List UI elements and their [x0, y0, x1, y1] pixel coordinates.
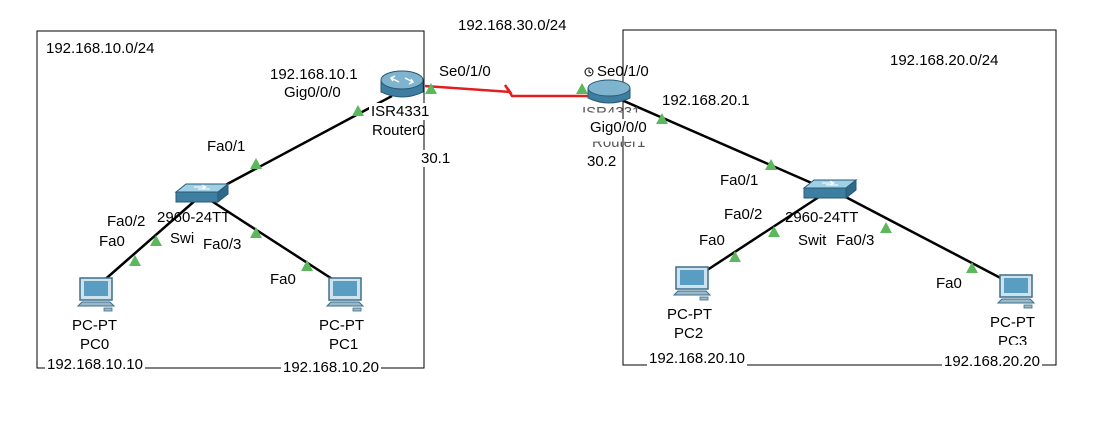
- pc1-port: Fa0: [270, 271, 296, 288]
- switch1-icon[interactable]: [802, 178, 858, 200]
- link-status-indicator: [656, 113, 668, 124]
- pc3-name: PC3: [998, 333, 1028, 350]
- pc1-name: PC1: [329, 336, 359, 353]
- link-status-indicator: [250, 158, 262, 169]
- pc0-icon[interactable]: [76, 277, 116, 312]
- link-status-indicator: [301, 260, 313, 271]
- pc0-type: PC-PT: [72, 317, 117, 334]
- router0-wan-port: Se0/1/0: [439, 63, 491, 80]
- pc0-port: Fa0: [99, 233, 125, 250]
- switch0-port-a: Fa0/2: [107, 213, 146, 230]
- link-status-indicator: [250, 227, 262, 238]
- link-status-indicator: [150, 235, 162, 246]
- link-status-indicator: [425, 83, 437, 94]
- switch0-model: 2960-24TT: [157, 209, 231, 226]
- pc3-icon[interactable]: [996, 274, 1036, 309]
- pc0-name: PC0: [80, 336, 110, 353]
- link-switch1-pc3[interactable]: [837, 191, 1015, 287]
- pc2-name: PC2: [674, 325, 704, 342]
- router0-wan-ip: 30.1: [419, 150, 453, 167]
- link-status-indicator: [129, 255, 141, 266]
- link-status-indicator: [576, 83, 588, 94]
- router0-icon[interactable]: [380, 70, 424, 98]
- router0-name: Router0: [372, 122, 426, 139]
- switch0-name: Swi: [170, 230, 195, 247]
- link-status-indicator: [966, 262, 978, 273]
- switch1-model: 2960-24TT: [785, 209, 859, 226]
- router1-lan-ip: 192.168.20.1: [662, 92, 750, 109]
- router1-name: Router1: [592, 134, 646, 151]
- switch0-port-b: Fa0/3: [203, 236, 242, 253]
- link-status-indicator: [880, 222, 892, 233]
- router1-model: ISR4331: [582, 104, 641, 121]
- pc1-type: PC-PT: [319, 317, 364, 334]
- link-router1-switch1[interactable]: [616, 96, 831, 193]
- router0-lan-ip: 192.168.10.1: [268, 66, 360, 83]
- router0-model: ISR4331: [369, 103, 432, 120]
- link-status-indicator: [352, 105, 364, 116]
- link-status-indicator: [729, 251, 741, 262]
- link-status-indicator: [765, 159, 777, 170]
- router0-lan-port: Gig0/0/0: [282, 84, 343, 101]
- link-switch0-pc0[interactable]: [100, 197, 199, 284]
- link-switch1-pc2[interactable]: [694, 191, 826, 280]
- pc2-type: PC-PT: [667, 306, 712, 323]
- router1-lan-port: Gig0/0/0: [588, 119, 649, 136]
- router1-wan-port: Se0/1/0: [597, 63, 649, 80]
- pc3-port: Fa0: [936, 275, 962, 292]
- pc1-ip: 192.168.10.20: [281, 359, 381, 376]
- left-area-border: [36, 30, 425, 369]
- pc0-ip: 192.168.10.10: [45, 356, 145, 373]
- link-switch0-pc1[interactable]: [209, 198, 341, 286]
- switch0-icon[interactable]: [174, 182, 230, 204]
- right-area-border: [622, 29, 1057, 366]
- clock-icon: [584, 67, 594, 77]
- switch1-name: Swit: [798, 232, 827, 249]
- link-status-indicator: [768, 226, 780, 237]
- pc2-ip: 192.168.20.10: [647, 350, 747, 367]
- router1-wan-ip: 30.2: [585, 153, 619, 170]
- pc1-icon[interactable]: [325, 277, 365, 312]
- pc3-type: PC-PT: [990, 314, 1035, 331]
- router1-icon[interactable]: [587, 79, 631, 104]
- serial-link-router0-router1[interactable]: [424, 84, 596, 98]
- wan-subnet-label: 192.168.30.0/24: [456, 17, 569, 34]
- pc2-port: Fa0: [699, 232, 725, 249]
- pc2-icon[interactable]: [672, 266, 712, 301]
- switch0-uplink-port: Fa0/1: [207, 138, 246, 155]
- switch1-port-a: Fa0/2: [724, 206, 763, 223]
- right-subnet-label: 192.168.20.0/24: [888, 52, 1001, 69]
- left-subnet-label: 192.168.10.0/24: [44, 40, 157, 57]
- switch1-uplink-port: Fa0/1: [720, 172, 759, 189]
- switch1-port-b: Fa0/3: [836, 232, 875, 249]
- pc3-ip: 192.168.20.20: [942, 353, 1042, 370]
